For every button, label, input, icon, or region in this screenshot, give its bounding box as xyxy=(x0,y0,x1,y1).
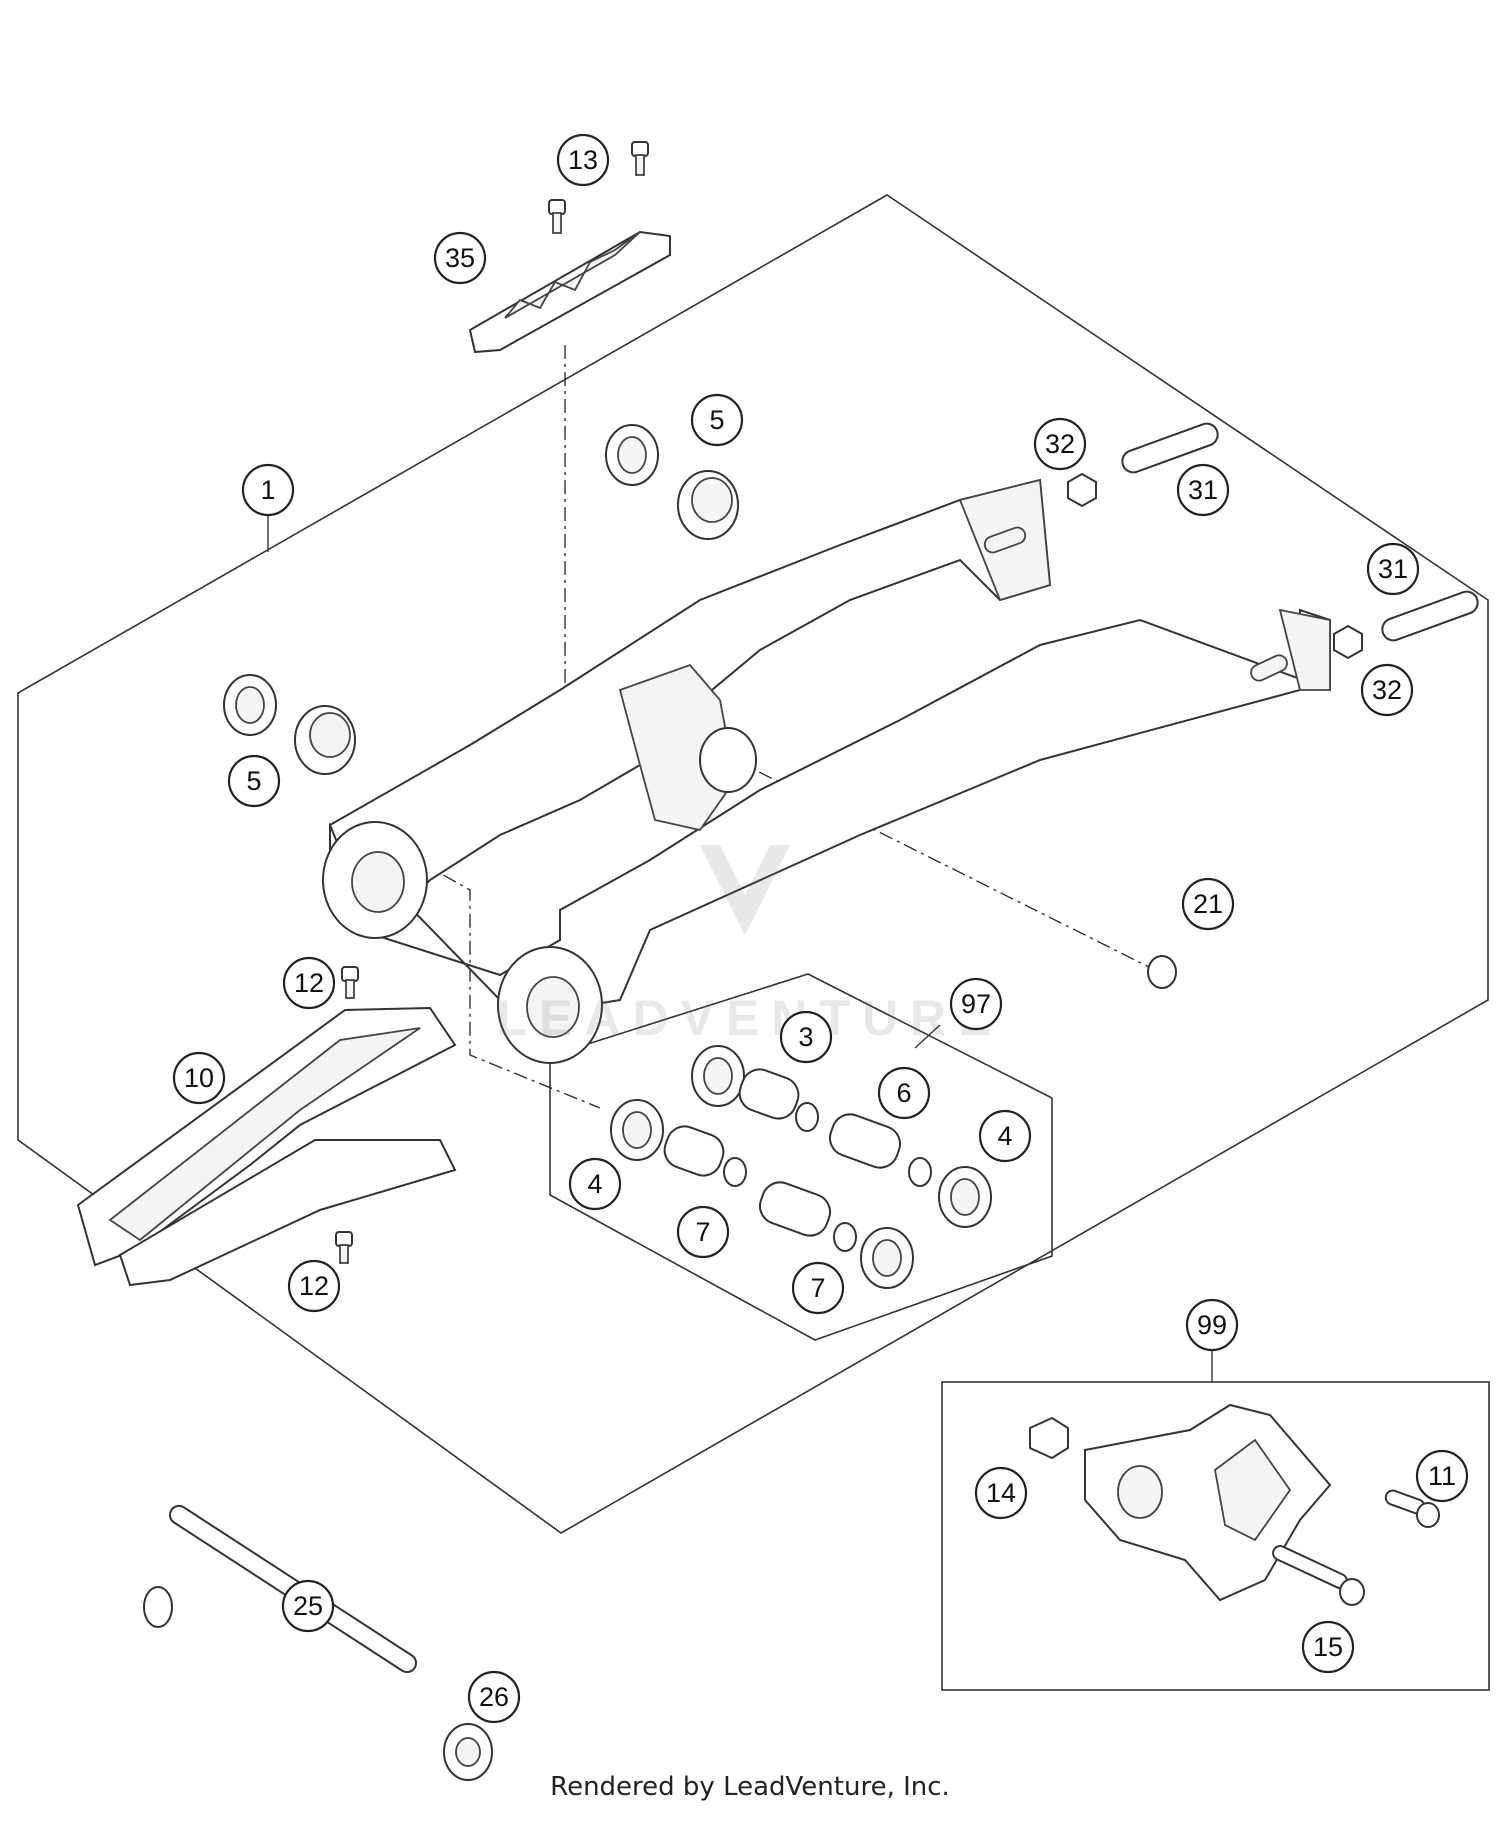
callout-14: 14 xyxy=(974,1466,1028,1520)
svg-text:7: 7 xyxy=(695,1217,710,1247)
svg-text:5: 5 xyxy=(246,766,261,796)
svg-text:14: 14 xyxy=(986,1478,1016,1508)
callout-12-top: 12 xyxy=(282,956,336,1010)
svg-text:10: 10 xyxy=(184,1063,214,1093)
assembly-lines xyxy=(419,345,1156,1109)
svg-text:4: 4 xyxy=(997,1121,1012,1151)
watermark-text: LEADVENTURE xyxy=(496,990,1003,1046)
callout-21: 21 xyxy=(1181,877,1235,931)
callout-31-top: 31 xyxy=(1176,463,1230,517)
svg-text:31: 31 xyxy=(1188,475,1218,505)
callout-11: 11 xyxy=(1415,1449,1469,1503)
callout-99: 99 xyxy=(1185,1298,1239,1352)
svg-text:7: 7 xyxy=(810,1273,825,1303)
svg-text:25: 25 xyxy=(293,1591,323,1621)
svg-text:5: 5 xyxy=(709,405,724,435)
callout-13: 13 xyxy=(556,133,610,187)
leader-lines xyxy=(267,515,1213,1382)
bearing-kit-outline xyxy=(549,973,1053,1341)
chain-guide-top-part xyxy=(468,230,671,354)
svg-text:21: 21 xyxy=(1193,889,1223,919)
callout-7-bottom: 7 xyxy=(791,1261,845,1315)
footer-credit: Rendered by LeadVenture, Inc. xyxy=(550,1772,950,1802)
callout-7-left: 7 xyxy=(676,1205,730,1259)
callout-10: 10 xyxy=(172,1051,226,1105)
swingarm-part xyxy=(322,478,1331,1064)
callout-25: 25 xyxy=(281,1579,335,1633)
screw-12-parts xyxy=(335,966,359,1264)
pivot-nut-26-part xyxy=(443,1723,493,1781)
chain-guide-kit-parts xyxy=(1029,1403,1440,1606)
callout-31-right: 31 xyxy=(1366,542,1420,596)
svg-text:13: 13 xyxy=(568,145,598,175)
callout-3: 3 xyxy=(779,1010,833,1064)
svg-text:15: 15 xyxy=(1313,1632,1343,1662)
svg-text:12: 12 xyxy=(299,1271,329,1301)
bolt-13-parts xyxy=(548,141,649,234)
svg-text:99: 99 xyxy=(1197,1310,1227,1340)
pivot-bolt-25-part xyxy=(143,1504,418,1674)
callout-97: 97 xyxy=(949,977,1003,1031)
callout-12-bottom: 12 xyxy=(287,1259,341,1313)
callout-32-right: 32 xyxy=(1360,663,1414,717)
adjuster-31-32-parts xyxy=(1067,422,1479,660)
callout-35: 35 xyxy=(433,231,487,285)
plug-5-parts xyxy=(223,424,739,775)
callout-26: 26 xyxy=(467,1670,521,1724)
chain-slider-part xyxy=(76,1006,457,1287)
swingarm-kit-outline xyxy=(17,194,1489,1534)
callout-5-left: 5 xyxy=(227,754,281,808)
svg-text:4: 4 xyxy=(587,1169,602,1199)
watermark: LEADVENTURE xyxy=(496,845,1003,1046)
callout-4-right: 4 xyxy=(978,1109,1032,1163)
callout-4-left: 4 xyxy=(568,1157,622,1211)
svg-text:6: 6 xyxy=(896,1078,911,1108)
svg-text:11: 11 xyxy=(1428,1461,1456,1491)
svg-text:26: 26 xyxy=(479,1682,509,1712)
callout-15: 15 xyxy=(1301,1620,1355,1674)
callout-6: 6 xyxy=(877,1066,931,1120)
chain-guide-kit-box xyxy=(941,1381,1490,1691)
bearing-kit-parts xyxy=(610,1045,992,1289)
svg-text:35: 35 xyxy=(445,243,475,273)
svg-text:32: 32 xyxy=(1372,675,1402,705)
svg-text:32: 32 xyxy=(1045,429,1075,459)
svg-text:3: 3 xyxy=(798,1022,813,1052)
svg-text:97: 97 xyxy=(961,989,991,1019)
svg-text:1: 1 xyxy=(260,475,275,505)
callout-32-top: 32 xyxy=(1033,417,1087,471)
nut-21-part xyxy=(1147,955,1177,989)
svg-text:31: 31 xyxy=(1378,554,1408,584)
callout-5-top: 5 xyxy=(690,393,744,447)
callout-1: 1 xyxy=(241,463,295,517)
svg-text:12: 12 xyxy=(294,968,324,998)
